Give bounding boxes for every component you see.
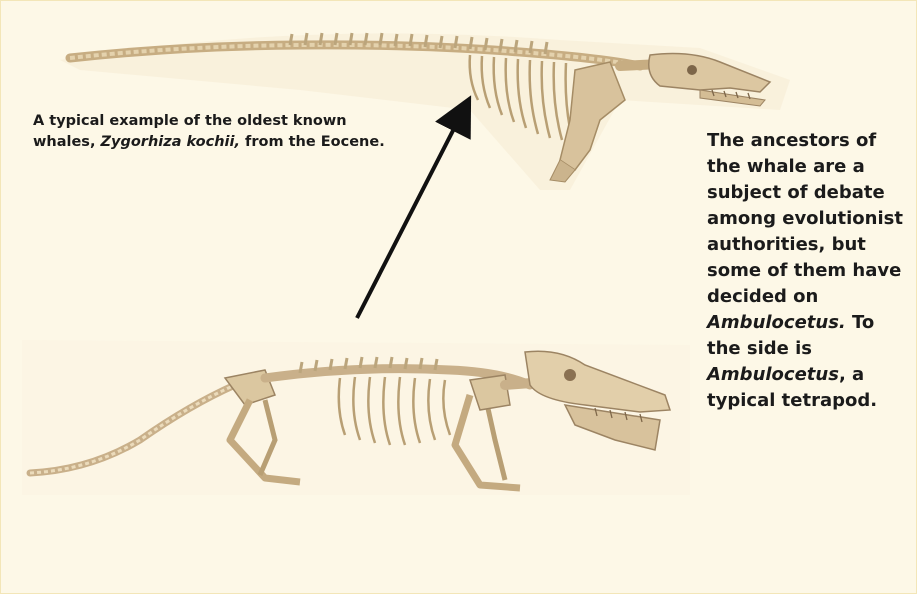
caption-top-text-2: from the Eocene. bbox=[240, 134, 385, 150]
caption-side-italic-2: Ambulocetus bbox=[707, 364, 839, 385]
zygorhiza-caption: A typical example of the oldest known wh… bbox=[33, 111, 403, 153]
caption-side-text-1: The ancestors of the whale are a subject… bbox=[707, 130, 903, 307]
caption-top-species: Zygorhiza kochii, bbox=[101, 134, 240, 150]
ambulocetus-skeleton-image bbox=[22, 340, 690, 495]
ambulocetus-caption: The ancestors of the whale are a subject… bbox=[707, 128, 907, 414]
caption-side-italic-1: Ambulocetus. bbox=[707, 312, 846, 333]
